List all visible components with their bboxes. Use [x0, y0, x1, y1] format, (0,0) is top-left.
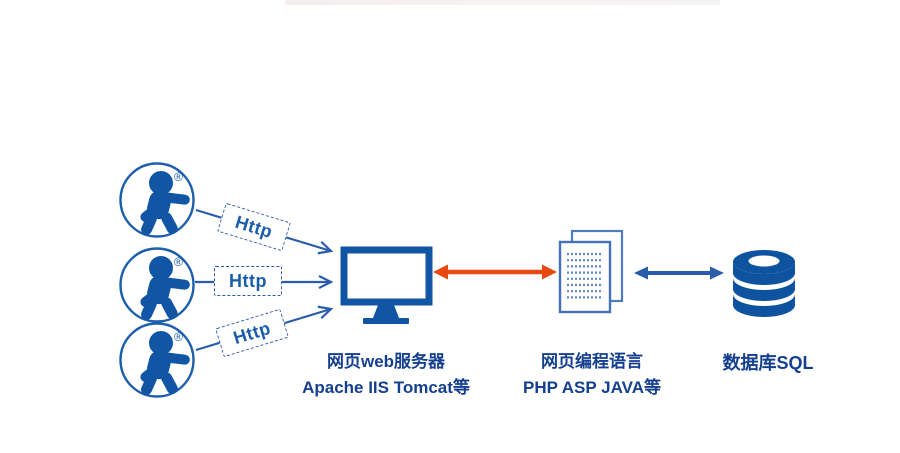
web-server-label-line2: Apache IIS Tomcat等	[302, 378, 470, 397]
http-text: Http	[230, 317, 273, 348]
database-label: 数据库SQL	[668, 350, 868, 376]
documents-icon	[555, 226, 627, 316]
database-icon	[728, 244, 802, 326]
languages-label: 网页编程语言 PHP ASP JAVA等	[482, 349, 702, 401]
http-label-2: Http	[214, 266, 282, 296]
user-icon-3: ®	[117, 320, 197, 400]
registered-mark-icon: ®	[174, 170, 183, 184]
web-server-label: 网页web服务器 Apache IIS Tomcat等	[276, 349, 496, 401]
http-text: Http	[229, 270, 267, 291]
user-icon-2: ®	[117, 245, 197, 325]
web-server-monitor-icon	[336, 244, 436, 328]
http-label-1: Http	[217, 202, 291, 252]
orange-double-arrow-icon	[433, 264, 557, 280]
top-accent-bar	[285, 0, 720, 5]
user-icon-1: ®	[117, 160, 197, 240]
blue-double-arrow-icon	[634, 266, 724, 280]
registered-mark-icon: ®	[174, 255, 183, 269]
database-label-line1: 数据库SQL	[722, 353, 814, 373]
http-text: Http	[233, 211, 276, 242]
web-server-label-line1: 网页web服务器	[326, 352, 446, 371]
languages-label-line2: PHP ASP JAVA等	[523, 378, 661, 397]
registered-mark-icon: ®	[174, 330, 183, 344]
languages-label-line1: 网页编程语言	[541, 352, 643, 371]
